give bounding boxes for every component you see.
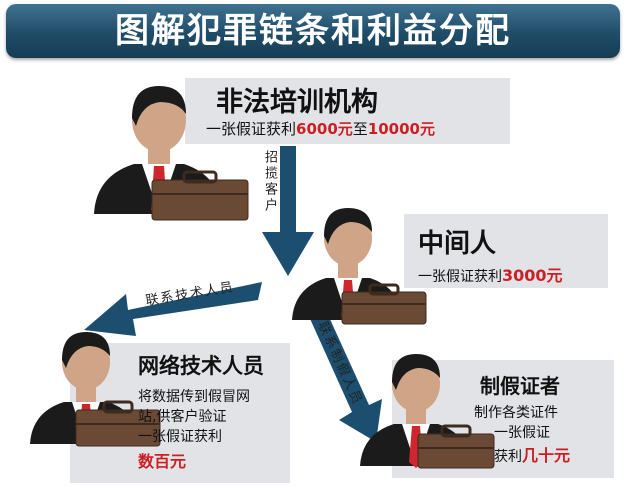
- edge-label-recruit: 招揽客户: [262, 150, 277, 214]
- tech-line2: 站,供客户验证: [138, 409, 227, 425]
- training-profit-value2: 10000元: [367, 120, 435, 138]
- figure-forger: [360, 354, 495, 469]
- panel-training: [185, 78, 510, 144]
- tech-line1: 将数据传到假冒网: [138, 389, 250, 405]
- middleman-profit-value: 3000元: [502, 266, 563, 285]
- middleman-profit-prefix: 一张假证获利: [418, 269, 502, 285]
- training-name: 非法培训机构: [216, 87, 378, 118]
- forger-line1: 制作各类证件: [474, 405, 558, 421]
- title-banner: 图解犯罪链条和利益分配: [6, 4, 620, 58]
- forger-profit-prefix: 获利: [494, 449, 522, 465]
- tech-line3: 一张假证获利: [138, 429, 222, 445]
- page-title: 图解犯罪链条和利益分配: [115, 11, 511, 51]
- middleman-name: 中间人: [418, 229, 497, 259]
- forger-line2: 一张假证: [494, 425, 550, 441]
- panel-middleman: [404, 214, 608, 288]
- figure-training: [94, 86, 249, 221]
- arrow-recruit: [262, 146, 314, 276]
- training-profit-mid: 至: [352, 120, 368, 138]
- forger-name: 制假证者: [480, 374, 560, 398]
- figure-tech: [30, 332, 161, 447]
- training-profit-prefix: 一张假证获利: [206, 120, 297, 138]
- arrow-contact-forger: [307, 306, 382, 442]
- figure-middleman: [292, 208, 427, 325]
- tech-name: 网络技术人员: [138, 354, 264, 378]
- training-profit: 一张假证获利6000元至10000元: [206, 118, 435, 139]
- training-profit-value: 6000元: [296, 120, 353, 138]
- forger-profit: 获利几十元: [494, 442, 570, 466]
- tech-profit-value: 数百元: [138, 452, 187, 471]
- arrow-contact-tech: [84, 282, 262, 336]
- middleman-profit: 一张假证获利3000元: [418, 262, 563, 286]
- forger-profit-value: 几十元: [522, 446, 571, 465]
